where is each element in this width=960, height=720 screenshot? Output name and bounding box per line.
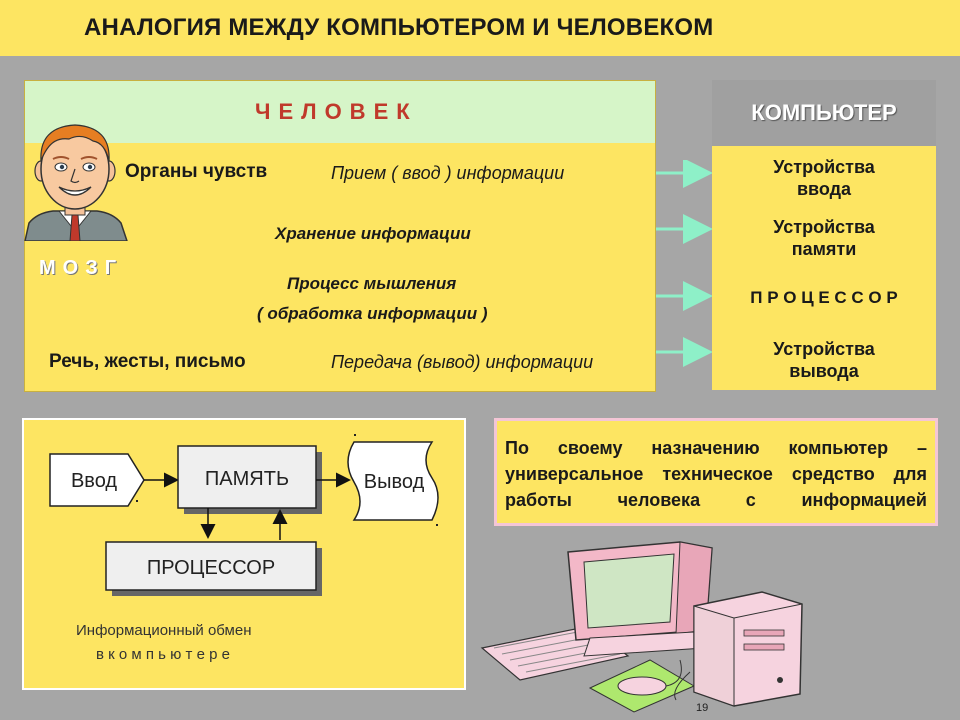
brain-label: МОЗГ [39,257,124,279]
mouse-icon [617,676,667,696]
analogy-arrows [656,160,713,367]
output-shape [347,441,439,521]
human-panel: ЧЕЛОВЕК МОЗГ Органы чувств Прием ( ввод … [24,80,656,392]
monitor-screen [583,553,675,629]
processor-label: П Р О Ц Е С С О Р [750,288,898,307]
input-devices-line-1: Устройства [773,157,875,177]
computer-clipart [480,541,803,713]
input-devices: Устройства ввода [712,156,936,200]
flow-caption-line-1: Информационный обмен [76,622,252,639]
memory-devices-line-2: памяти [791,239,857,259]
output-devices-line-2: вывода [789,361,859,381]
flow-diagram-panel: Ввод ПАМЯТЬ Вывод ПРОЦЕССОР Информационн… [22,418,466,690]
memory-box [177,445,317,509]
output-devices-line-1: Устройства [773,339,875,359]
input-shape [49,453,145,507]
thinking-label-2: ( обработка информации ) [257,304,488,323]
flow-output-label: Вывод [364,471,425,493]
flow-memory-label: ПАМЯТЬ [205,468,289,490]
computer-header: КОМПЬЮТЕР [712,80,936,146]
output-devices: Устройства вывода [712,338,936,382]
input-info-label: Прием ( ввод ) информации [331,163,565,183]
computer-panel: КОМПЬЮТЕР Устройства ввода Устройства па… [712,80,936,390]
definition-text: По своему назначению компьютер – универс… [505,438,927,510]
computer-header-label: КОМПЬЮТЕР [751,100,897,125]
storage-label: Хранение информации [275,224,471,243]
speech-label: Речь, жесты, письмо [49,351,246,372]
processor-box [105,541,317,591]
flow-processor-label: ПРОЦЕССОР [147,557,275,579]
man-face-illustration [24,124,128,241]
flow-input-label: Ввод [71,470,117,492]
page-number: 19 [696,702,709,714]
flow-caption-line-2: в к о м п ь ю т е р е [96,646,230,663]
input-devices-line-2: ввода [796,179,852,199]
title-bar: АНАЛОГИЯ МЕЖДУ КОМПЬЮТЕРОМ И ЧЕЛОВЕКОМ [0,0,960,56]
memory-devices-line-1: Устройства [773,217,875,237]
memory-devices: Устройства памяти [712,216,936,260]
human-header-label: ЧЕЛОВЕК [255,99,418,124]
information-flow-diagram: Ввод ПАМЯТЬ Вывод ПРОЦЕССОР [49,434,439,596]
slide-title: АНАЛОГИЯ МЕЖДУ КОМПЬЮТЕРОМ И ЧЕЛОВЕКОМ [84,14,714,41]
human-header: ЧЕЛОВЕК [25,81,655,143]
thinking-label-1: Процесс мышления [287,274,457,293]
senses-label: Органы чувств [125,161,268,182]
definition-panel: По своему назначению компьютер – универс… [494,418,938,526]
output-info-label: Передача (вывод) информации [331,352,594,372]
